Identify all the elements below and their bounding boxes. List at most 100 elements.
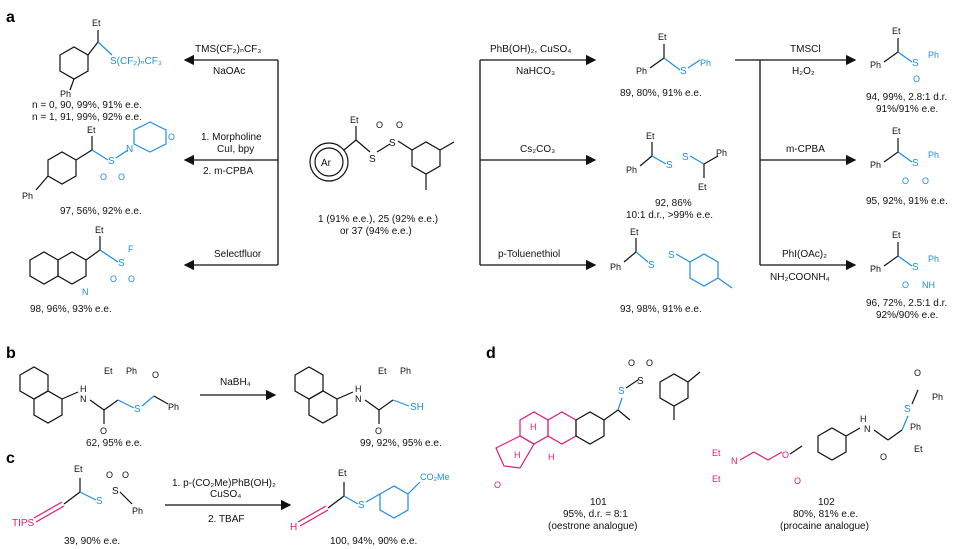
label-101: 101 bbox=[590, 497, 607, 508]
caption-96-1: 96, 72%, 2.5:1 d.r. bbox=[866, 298, 947, 309]
svg-text:Et: Et bbox=[74, 464, 83, 474]
svg-text:Ph: Ph bbox=[60, 89, 71, 99]
svg-text:O: O bbox=[168, 132, 175, 142]
svg-text:Ph: Ph bbox=[400, 366, 411, 376]
caption-92-2: 10:1 d.r., >99% e.e. bbox=[626, 210, 713, 221]
sulfonyl-sulfur: S bbox=[389, 138, 396, 149]
svg-text:O: O bbox=[494, 480, 501, 490]
svg-text:Et: Et bbox=[104, 366, 113, 376]
svg-text:O: O bbox=[128, 274, 135, 284]
svg-text:Ph: Ph bbox=[22, 191, 33, 201]
svg-text:S: S bbox=[358, 500, 365, 511]
svg-text:H: H bbox=[530, 422, 537, 432]
svg-text:Et: Et bbox=[892, 230, 901, 240]
svg-text:N: N bbox=[355, 394, 362, 404]
caption-102-1: 80%, 81% e.e. bbox=[793, 509, 858, 520]
svg-text:Et: Et bbox=[338, 468, 347, 478]
svg-text:O: O bbox=[106, 470, 113, 480]
svg-text:H: H bbox=[548, 452, 555, 462]
compound-99-structure: H N O Et Ph SH bbox=[294, 366, 424, 436]
svg-text:Et: Et bbox=[892, 126, 901, 136]
caption-94-1: 94, 99%, 2.8:1 d.r. bbox=[866, 92, 947, 103]
sulfur-atom: S bbox=[369, 154, 376, 165]
svg-text:H: H bbox=[514, 450, 521, 460]
svg-text:Ph: Ph bbox=[168, 402, 179, 412]
reagent-phboh2: PhB(OH)₂, CuSO₄ bbox=[490, 44, 571, 55]
svg-text:S: S bbox=[912, 58, 919, 69]
svg-text:Ph: Ph bbox=[132, 506, 143, 516]
caption-62: 62, 95% e.e. bbox=[86, 438, 142, 449]
svg-text:O: O bbox=[110, 274, 117, 284]
svg-text:Ph: Ph bbox=[700, 58, 711, 68]
svg-text:O: O bbox=[794, 476, 801, 486]
caption-100: 100, 94%, 90% e.e. bbox=[330, 536, 417, 547]
svg-text:S: S bbox=[112, 486, 119, 497]
svg-text:O: O bbox=[100, 172, 107, 182]
svg-text:Et: Et bbox=[95, 225, 104, 235]
compound-100-structure: H Et S CO₂Me bbox=[290, 468, 450, 533]
reagent-tbaf: 2. TBAF bbox=[208, 514, 245, 525]
sulfur-chain-label: S(CF₂)ₙCF₃ bbox=[110, 56, 162, 67]
reagent-carbamate: NH₂COONH₄ bbox=[770, 272, 830, 283]
svg-text:O: O bbox=[100, 426, 107, 436]
svg-text:O: O bbox=[118, 172, 125, 182]
svg-text:H: H bbox=[860, 414, 867, 424]
label-102: 102 bbox=[818, 497, 835, 508]
svg-text:Ph: Ph bbox=[870, 60, 881, 70]
svg-text:S: S bbox=[108, 156, 115, 167]
svg-text:O: O bbox=[646, 358, 653, 368]
reagent-mcpba-right: m-CPBA bbox=[786, 144, 825, 155]
svg-text:Ph: Ph bbox=[636, 66, 647, 76]
caption-101-1: 95%, d.r. = 8:1 bbox=[563, 509, 628, 520]
reagent-cuso4: CuSO₄ bbox=[210, 489, 241, 500]
svg-text:Et: Et bbox=[712, 474, 721, 484]
caption-94-2: 91%/91% e.e. bbox=[876, 104, 938, 115]
compound-101-structure: O H H H S S O O bbox=[494, 358, 701, 490]
panel-label-c: c bbox=[6, 450, 15, 467]
reagent-tmscl: TMSCl bbox=[790, 44, 821, 55]
svg-text:N: N bbox=[80, 394, 87, 404]
reagent-cui: CuI, bpy bbox=[217, 144, 254, 155]
reagent-morpholine: 1. Morpholine bbox=[201, 132, 262, 143]
svg-text:O: O bbox=[902, 176, 909, 186]
svg-text:O: O bbox=[880, 452, 887, 462]
svg-text:S: S bbox=[118, 258, 125, 269]
reagent-tms: TMS(CF₂)ₙCF₃ bbox=[195, 44, 261, 55]
svg-text:N: N bbox=[731, 456, 738, 466]
product-97-structure: Ph Et S O O N O bbox=[22, 121, 175, 201]
product-95-structure: Ph Et S Ph O O bbox=[870, 126, 939, 186]
caption-102-2: (procaine analogue) bbox=[780, 521, 869, 532]
svg-text:Et: Et bbox=[630, 227, 639, 237]
svg-text:S: S bbox=[134, 404, 141, 415]
svg-text:Ph: Ph bbox=[910, 422, 921, 432]
aryl-label: Ar bbox=[321, 158, 332, 169]
panel-label-d: d bbox=[486, 345, 496, 362]
svg-text:S: S bbox=[618, 386, 625, 397]
caption-98: 98, 96%, 93% e.e. bbox=[30, 304, 112, 315]
svg-text:O: O bbox=[782, 450, 789, 460]
panel-label-a: a bbox=[6, 9, 15, 26]
svg-text:S: S bbox=[904, 404, 911, 415]
svg-text:S: S bbox=[666, 160, 673, 171]
svg-text:Et: Et bbox=[658, 32, 667, 42]
reagent-naoac: NaOAc bbox=[213, 66, 245, 77]
svg-text:CO₂Me: CO₂Me bbox=[420, 472, 450, 482]
svg-text:Ph: Ph bbox=[928, 254, 939, 264]
reagent-phioac2: PhI(OAc)₂ bbox=[782, 249, 827, 260]
product-89-structure: Ph Et S Ph bbox=[636, 32, 711, 77]
reagent-nahco3: NaHCO₃ bbox=[516, 66, 555, 77]
svg-text:Et: Et bbox=[698, 182, 707, 192]
product-92-structure: Ph Et S S Ph Et bbox=[626, 131, 727, 192]
svg-text:S: S bbox=[912, 262, 919, 273]
svg-text:TIPS: TIPS bbox=[12, 518, 35, 529]
reagent-toluenethiol: p-Toluenethiol bbox=[498, 249, 560, 260]
svg-text:Ph: Ph bbox=[626, 165, 637, 175]
svg-text:S: S bbox=[96, 496, 103, 507]
svg-text:NH: NH bbox=[922, 280, 935, 290]
svg-text:Ph: Ph bbox=[928, 50, 939, 60]
svg-text:F: F bbox=[128, 244, 134, 254]
reagent-nabh4: NaBH₄ bbox=[220, 377, 251, 388]
caption-96-2: 92%/90% e.e. bbox=[876, 310, 938, 321]
product-94-structure: Ph Et S Ph O bbox=[870, 26, 939, 84]
svg-text:S: S bbox=[648, 260, 655, 271]
